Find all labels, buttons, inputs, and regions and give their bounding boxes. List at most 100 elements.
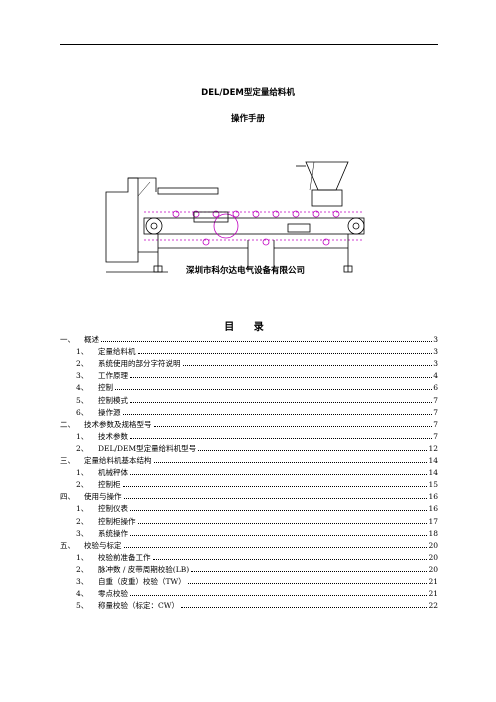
- toc-dot-leader: [152, 558, 428, 560]
- toc-entry-text: 系统操作: [98, 528, 128, 538]
- toc-page-number: 7: [433, 431, 438, 441]
- toc-dot-leader: [187, 583, 428, 584]
- toc-dot-leader: [198, 449, 428, 451]
- toc-entry-text: 零点校验: [98, 589, 128, 599]
- toc-section-row[interactable]: 1、机械秤体 14: [76, 467, 438, 478]
- feeder-machine-drawing: [105, 161, 365, 273]
- toc-number: 3、: [76, 577, 89, 586]
- toc-section-row[interactable]: 2、脉冲数 / 皮带周期校验(LB)20: [76, 564, 438, 575]
- toc-number: 4、: [76, 589, 89, 599]
- toc-entry-text: 机械秤体: [98, 468, 128, 478]
- toc-dot-leader: [130, 595, 428, 597]
- toc-number: 1、: [76, 347, 89, 357]
- toc-number: 一、: [60, 335, 75, 344]
- toc-number: 1、: [76, 552, 89, 562]
- toc-page-number: 20: [428, 552, 438, 562]
- toc-section-row[interactable]: 2、控制柜操作 17: [76, 516, 438, 527]
- toc-entry-text: 定量给料机: [98, 347, 136, 357]
- toc-entry-text: 操作源: [98, 407, 121, 417]
- toc-dot-leader: [123, 546, 428, 548]
- toc-entry-text: 工作原理: [98, 371, 128, 381]
- toc-dot-leader: [130, 437, 433, 439]
- toc-page-number: 4: [433, 371, 438, 381]
- toc-number: 5、: [76, 601, 89, 611]
- toc-entry-text: 控制柜操作: [98, 516, 136, 526]
- toc-heading: 目 录: [224, 322, 272, 333]
- toc-section-row[interactable]: 1、定量给料机 3: [76, 346, 438, 357]
- toc-number: 3、: [76, 528, 89, 538]
- toc-dot-leader: [130, 474, 428, 476]
- toc-page-number: 3: [433, 335, 438, 344]
- toc-dot-leader: [130, 534, 428, 536]
- toc-page-number: 22: [428, 601, 438, 611]
- toc-number: 1、: [76, 468, 89, 478]
- toc-section-row[interactable]: 1、控制仪表 16: [76, 503, 438, 514]
- toc-page-number: 21: [428, 589, 438, 599]
- toc-number: 2、: [76, 480, 89, 490]
- toc-number: 2、: [76, 359, 89, 369]
- toc-section-row[interactable]: 3、系统操作 18: [76, 528, 438, 539]
- toc-page-number: 21: [428, 577, 438, 586]
- header-rule: [60, 44, 438, 45]
- toc-dot-leader: [191, 570, 428, 572]
- toc-number: 2、: [76, 516, 89, 526]
- toc-chapter-row[interactable]: 一、概述 3: [60, 334, 438, 345]
- toc-number: 2、: [76, 564, 89, 574]
- toc-number: 三、: [60, 456, 75, 465]
- toc-page-number: 18: [428, 528, 438, 538]
- toc-number: 1、: [76, 504, 89, 514]
- toc-dot-leader: [115, 389, 433, 391]
- toc-dot-leader: [122, 413, 433, 415]
- toc-entry-text: 控制柜: [98, 480, 121, 490]
- toc-entry-text: 技术参数及规格型号: [84, 419, 152, 429]
- toc-entry-text: 控制仪表: [98, 504, 128, 514]
- toc-dot-leader: [137, 522, 428, 524]
- toc-entry-text: 校验与标定: [84, 540, 122, 550]
- toc-entry-text: 控制模式: [98, 395, 128, 405]
- toc-page-number: 17: [428, 516, 438, 526]
- toc-dot-leader: [137, 353, 433, 355]
- toc-number: 五、: [60, 540, 75, 550]
- toc-number: 2、: [76, 443, 89, 453]
- toc-page-number: 3: [433, 347, 438, 357]
- toc-entry-text: 脉冲数 / 皮带周期校验(LB): [98, 564, 190, 574]
- toc-entry-text: 控制: [98, 383, 113, 393]
- toc-dot-leader: [130, 401, 433, 403]
- toc-entry-text: 概述: [84, 335, 99, 344]
- toc-entry-text: DEL/DEM型定量给料机型号: [98, 443, 197, 453]
- document-title: DEL/DEM型定量给料机: [201, 88, 295, 98]
- toc-page-number: 16: [428, 504, 438, 514]
- toc-section-row[interactable]: 3、自重（皮重）校验（TW） 21: [76, 576, 438, 587]
- document-subtitle: 操作手册: [230, 114, 265, 124]
- toc-section-row[interactable]: 4、零点校验 21: [76, 588, 438, 599]
- toc-page-number: 7: [433, 419, 438, 429]
- toc-page-number: 14: [428, 456, 438, 465]
- toc-dot-leader: [180, 607, 428, 609]
- toc-entry-text: 定量给料机基本结构: [84, 456, 152, 465]
- toc-chapter-row[interactable]: 三、定量给料机基本结构 14: [60, 455, 438, 466]
- toc-section-row[interactable]: 5、称量校验（标定：CW） 22: [76, 600, 438, 611]
- toc-entry-text: 称量校验（标定：CW）: [98, 601, 179, 611]
- toc-page-number: 7: [433, 407, 438, 417]
- toc-dot-leader: [153, 425, 433, 427]
- toc-entry-text: 技术参数: [98, 431, 128, 441]
- toc-dot-leader: [101, 341, 433, 342]
- toc-dot-leader: [182, 365, 433, 367]
- toc-entry-text: 自重（皮重）校验（TW）: [98, 577, 186, 586]
- toc-page-number: 14: [428, 468, 438, 478]
- toc-entry-text: 使用与操作: [84, 492, 122, 502]
- toc-page-number: 6: [433, 383, 438, 393]
- toc-page-number: 7: [433, 395, 438, 405]
